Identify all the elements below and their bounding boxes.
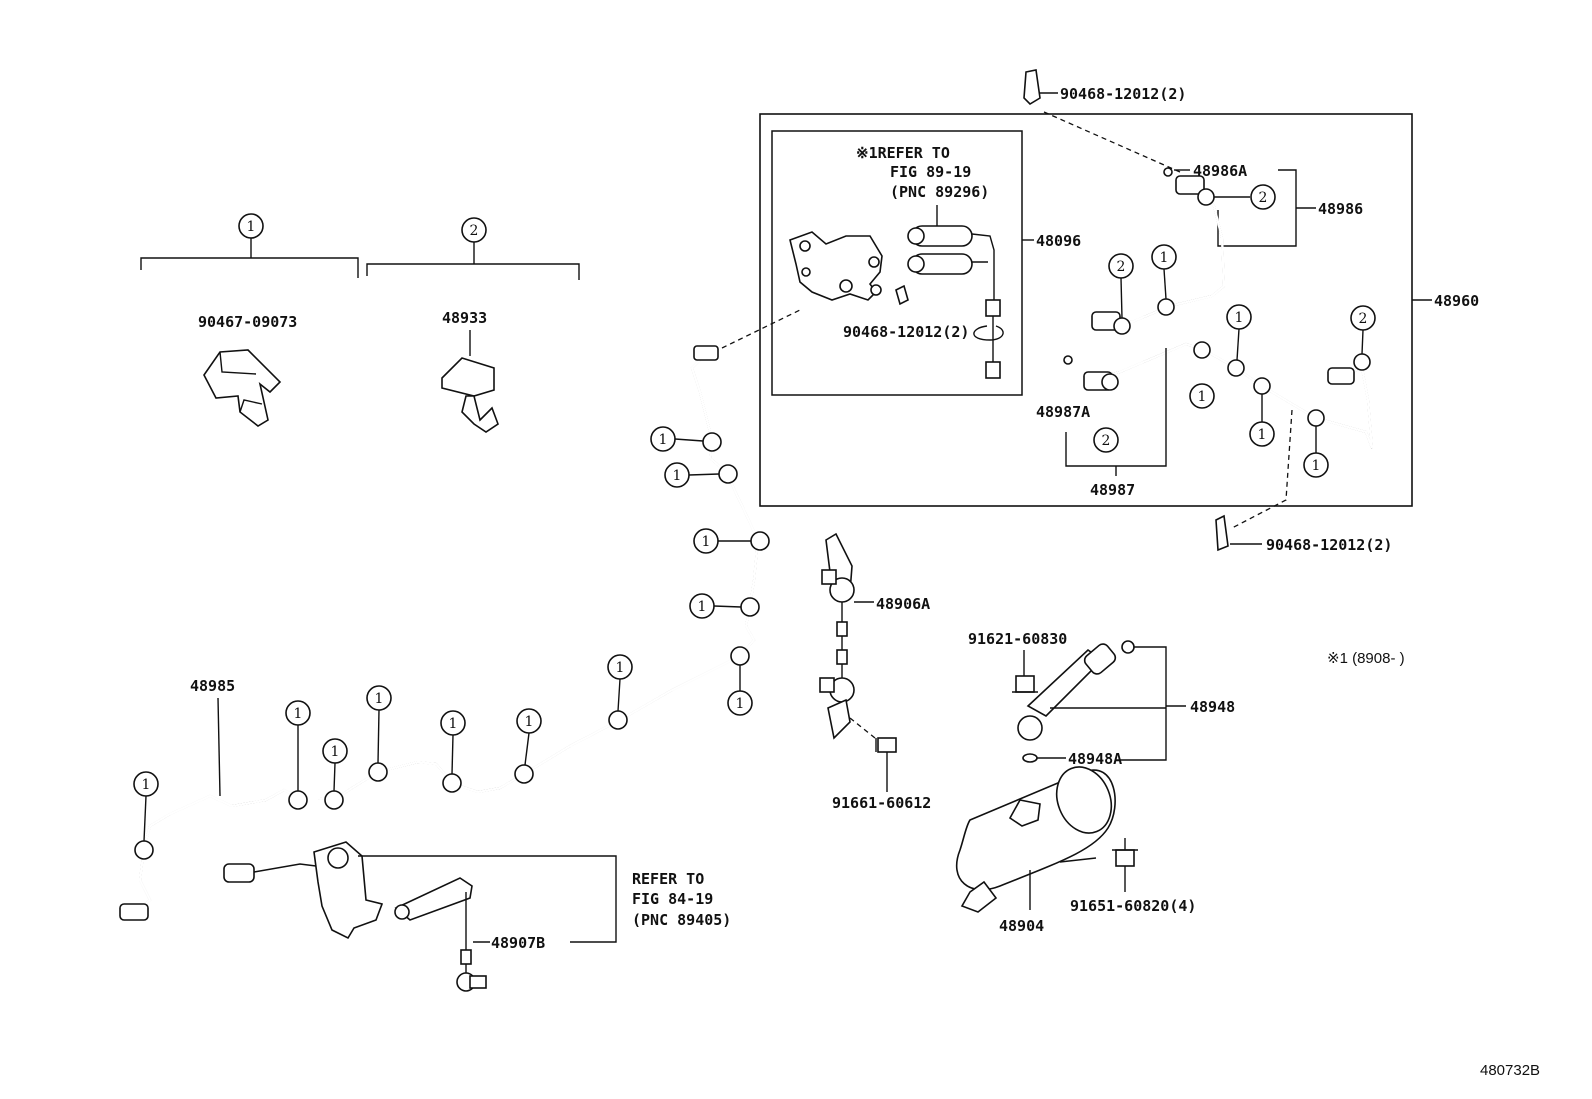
- callout-2-48986: 2: [1259, 190, 1268, 206]
- label-91621-60830[interactable]: 91621-60830: [968, 630, 1067, 648]
- bolt-91621-icon: [1012, 675, 1038, 693]
- callout-1-48987-b: 1: [1235, 310, 1244, 326]
- callout-1-k: 1: [294, 706, 303, 722]
- bolt-91651-icon: [1112, 838, 1138, 867]
- refer-inner-line2: FIG 89-19: [890, 163, 971, 181]
- label-90468-inner[interactable]: 90468-12012(2): [843, 323, 969, 341]
- callout-1-b: 1: [673, 468, 682, 484]
- inner-refer-box: [771, 130, 1023, 396]
- footnote-applicability: ※1 (8908- ): [1327, 650, 1405, 667]
- assembly-box-48960: [759, 113, 1413, 507]
- bolt-91661-icon: [875, 737, 897, 753]
- refer-outer-line1: REFER TO: [632, 870, 704, 888]
- callout-1-e: 1: [736, 696, 745, 712]
- label-90468-top[interactable]: 90468-12012(2): [1060, 85, 1186, 103]
- refer-inner-line3: (PNC 89296): [890, 183, 989, 201]
- label-48960[interactable]: 48960: [1434, 292, 1479, 310]
- label-48948[interactable]: 48948: [1190, 698, 1235, 716]
- refer-outer-line3: (PNC 89405): [632, 911, 731, 929]
- callout-1-h: 1: [449, 716, 458, 732]
- legend-clamp-1: 1 90467-09073: [140, 213, 359, 427]
- callout-1-g: 1: [525, 714, 534, 730]
- clip-top-icon: [1023, 69, 1041, 106]
- legend-clamp-2: 2 48933: [366, 217, 580, 433]
- label-48985[interactable]: 48985: [190, 677, 235, 695]
- callout-1-48987-d: 1: [1312, 458, 1321, 474]
- height-sensor-48907B-icon: [223, 841, 487, 992]
- callout-1-c: 1: [702, 534, 711, 550]
- label-48933[interactable]: 48933: [442, 309, 487, 327]
- callout-2-48987: 2: [1102, 433, 1111, 449]
- callout-1-48987-a: 1: [1198, 389, 1207, 405]
- air-tank-48904-icon: [955, 766, 1116, 913]
- callout-1-a: 1: [659, 432, 668, 448]
- clip-bottom-icon: [1215, 514, 1229, 552]
- figure-code: 480732B: [1480, 1062, 1540, 1079]
- label-48987[interactable]: 48987: [1090, 481, 1135, 499]
- callout-1-f: 1: [616, 660, 625, 676]
- clamp-90467-icon: [203, 349, 282, 427]
- pipe-48987: [1083, 341, 1374, 449]
- refer-inner-line1: ※1REFER TO: [856, 144, 950, 162]
- label-48904[interactable]: 48904: [999, 917, 1044, 935]
- refer-outer-line2: FIG 84-19: [632, 890, 713, 908]
- callout-1-48987-c: 1: [1258, 427, 1267, 443]
- pipe-48986: [1091, 175, 1226, 335]
- callout-2-48986-b: 2: [1117, 259, 1126, 275]
- callout-2-48987-e: 2: [1359, 311, 1368, 327]
- legend-callout-1: 1: [247, 219, 256, 235]
- callout-1-48986: 1: [1160, 250, 1169, 266]
- label-48907B[interactable]: 48907B: [491, 934, 545, 952]
- actuator-48948-icon: [1017, 643, 1117, 741]
- legend-callout-2: 2: [470, 223, 479, 239]
- callout-1-d: 1: [698, 599, 707, 615]
- label-48986A[interactable]: 48986A: [1193, 162, 1247, 180]
- clip-inner-icon: [895, 284, 909, 306]
- label-48096[interactable]: 48096: [1036, 232, 1081, 250]
- label-91651-60820[interactable]: 91651-60820(4): [1070, 897, 1196, 915]
- height-control-valve-icon: [789, 231, 883, 301]
- label-91661-60612[interactable]: 91661-60612: [832, 794, 931, 812]
- callout-1-l: 1: [142, 777, 151, 793]
- label-90468-bottom[interactable]: 90468-12012(2): [1266, 536, 1392, 554]
- clamp-48933-icon: [441, 357, 499, 433]
- solenoid-valve-48096-icon: [907, 225, 1004, 379]
- pipe-48985: [119, 345, 770, 921]
- callout-1-i: 1: [375, 691, 384, 707]
- label-48948A[interactable]: 48948A: [1068, 750, 1122, 768]
- label-48987A[interactable]: 48987A: [1036, 403, 1090, 421]
- label-48986[interactable]: 48986: [1318, 200, 1363, 218]
- callout-1-j: 1: [331, 744, 340, 760]
- sensor-link-48906A-icon: [819, 532, 855, 740]
- label-90467-09073[interactable]: 90467-09073: [198, 313, 297, 331]
- main-pipe-callouts: 1 1 1 1 1 1 1 1 1 1 1 1: [133, 426, 753, 842]
- label-48906A[interactable]: 48906A: [876, 595, 930, 613]
